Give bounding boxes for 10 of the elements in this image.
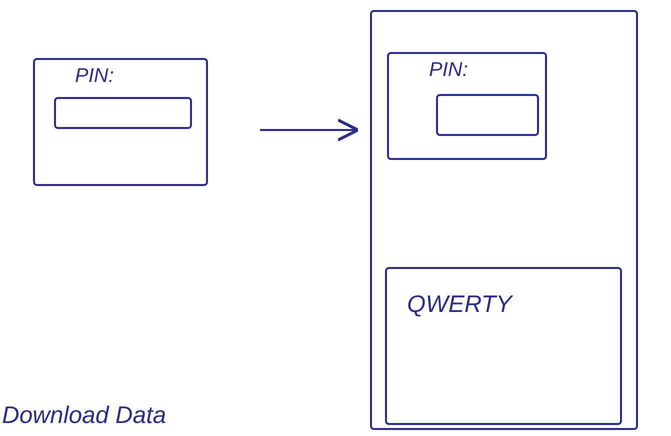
input-field (436, 94, 539, 136)
input-field (54, 97, 192, 129)
handwritten-label: PIN: (429, 58, 468, 83)
panel-box (385, 267, 622, 425)
device-frame (370, 10, 638, 430)
screen-box (33, 58, 208, 186)
handwritten-note: Download Data (2, 401, 166, 431)
handwritten-label: QWERTY (407, 290, 512, 320)
panel-box (387, 52, 547, 160)
handwritten-label: PIN: (75, 64, 114, 89)
